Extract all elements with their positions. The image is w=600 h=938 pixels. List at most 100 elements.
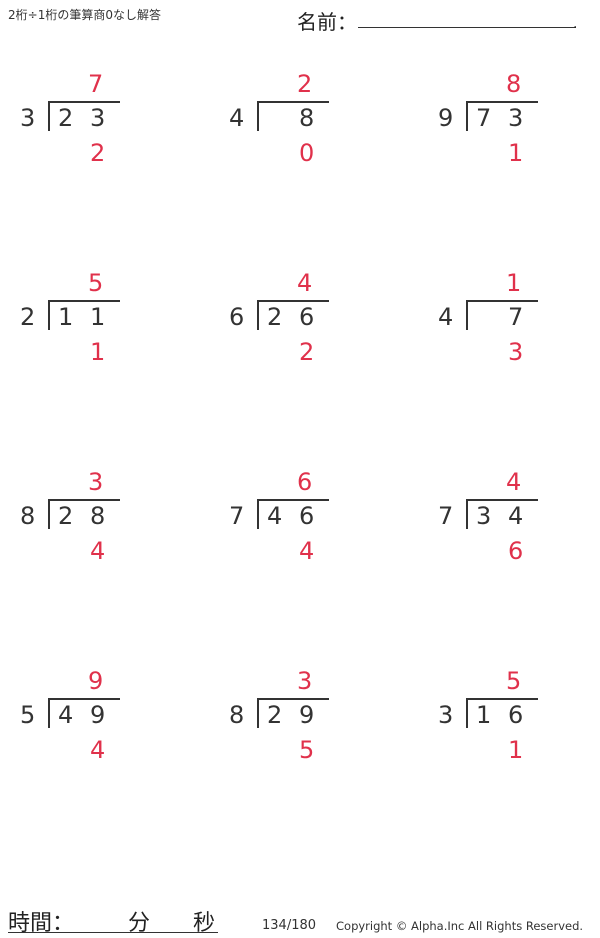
problem-4: 5 2 1 1 1 [20, 271, 150, 371]
dividend-tens: 2 [58, 104, 74, 132]
remainder: 6 [508, 537, 524, 565]
divisor: 8 [229, 701, 245, 729]
dividend-tens: 3 [476, 502, 492, 530]
dividend-tens: 4 [58, 701, 74, 729]
remainder: 4 [90, 736, 106, 764]
problem-2: 2 4 8 0 [229, 72, 359, 172]
dividend-ones: 7 [508, 303, 524, 331]
quotient: 1 [506, 269, 522, 297]
divisor: 2 [20, 303, 36, 331]
remainder: 2 [299, 338, 315, 366]
dividend-ones: 1 [90, 303, 106, 331]
division-overline [257, 499, 329, 501]
division-overline [48, 499, 120, 501]
division-bracket [257, 501, 259, 529]
quotient: 5 [506, 667, 522, 695]
divisor: 3 [438, 701, 454, 729]
page-number: 134/180 [262, 918, 317, 933]
remainder: 0 [299, 139, 315, 167]
division-overline [257, 101, 329, 103]
division-overline [257, 698, 329, 700]
division-overline [466, 698, 538, 700]
dividend-ones: 9 [299, 701, 315, 729]
dividend-ones: 8 [299, 104, 315, 132]
divisor: 7 [438, 502, 454, 530]
quotient: 9 [88, 667, 104, 695]
dividend-tens: 2 [58, 502, 74, 530]
divisor: 9 [438, 104, 454, 132]
problem-12: 5 3 1 6 1 [438, 669, 568, 769]
dividend-tens: 2 [267, 303, 283, 331]
division-overline [257, 300, 329, 302]
division-overline [466, 499, 538, 501]
division-bracket [48, 501, 50, 529]
quotient: 4 [297, 269, 313, 297]
division-bracket [48, 302, 50, 330]
division-bracket [466, 302, 468, 330]
division-bracket [48, 700, 50, 728]
dividend-ones: 3 [90, 104, 106, 132]
problem-6: 1 4 7 3 [438, 271, 568, 371]
dividend-ones: 8 [90, 502, 106, 530]
divisor: 6 [229, 303, 245, 331]
dividend-tens: 1 [58, 303, 74, 331]
quotient: 3 [297, 667, 313, 695]
quotient: 4 [506, 468, 522, 496]
division-overline [48, 300, 120, 302]
problem-3: 8 9 7 3 1 [438, 72, 568, 172]
remainder: 2 [90, 139, 106, 167]
divisor: 7 [229, 502, 245, 530]
dividend-ones: 3 [508, 104, 524, 132]
remainder: 1 [508, 139, 524, 167]
remainder: 4 [90, 537, 106, 565]
division-bracket [48, 103, 50, 131]
quotient: 3 [88, 468, 104, 496]
division-bracket [257, 700, 259, 728]
dividend-tens: 2 [267, 701, 283, 729]
copyright: Copyright © Alpha.Inc All Rights Reserve… [336, 919, 584, 933]
problem-8: 6 7 4 6 4 [229, 470, 359, 570]
division-overline [466, 300, 538, 302]
dividend-ones: 6 [508, 701, 524, 729]
minutes-label: 分 [128, 911, 151, 936]
quotient: 5 [88, 269, 104, 297]
dividend-ones: 4 [508, 502, 524, 530]
problem-5: 4 6 2 6 2 [229, 271, 359, 371]
dividend-ones: 6 [299, 502, 315, 530]
problem-10: 9 5 4 9 4 [20, 669, 150, 769]
remainder: 4 [299, 537, 315, 565]
remainder: 5 [299, 736, 315, 764]
problem-1: 7 3 2 3 2 [20, 72, 150, 172]
dividend-ones: 6 [299, 303, 315, 331]
quotient: 7 [88, 70, 104, 98]
quotient: 8 [506, 70, 522, 98]
remainder: 3 [508, 338, 524, 366]
division-bracket [466, 103, 468, 131]
division-bracket [257, 302, 259, 330]
time-label: 時間： [8, 911, 75, 936]
remainder: 1 [508, 736, 524, 764]
divisor: 8 [20, 502, 36, 530]
dividend-tens: 7 [476, 104, 492, 132]
problem-7: 3 8 2 8 4 [20, 470, 150, 570]
name-line [358, 27, 576, 28]
dividend-tens: 4 [267, 502, 283, 530]
dividend-tens: 1 [476, 701, 492, 729]
division-bracket [466, 501, 468, 529]
divisor: 3 [20, 104, 36, 132]
dividend-ones: 9 [90, 701, 106, 729]
division-bracket [257, 103, 259, 131]
division-overline [466, 101, 538, 103]
worksheet-title: 2桁÷1桁の筆算商0なし解答 [8, 8, 161, 22]
division-overline [48, 698, 120, 700]
problem-9: 4 7 3 4 6 [438, 470, 568, 570]
divisor: 4 [438, 303, 454, 331]
problem-11: 3 8 2 9 5 [229, 669, 359, 769]
divisor: 4 [229, 104, 245, 132]
division-bracket [466, 700, 468, 728]
divisor: 5 [20, 701, 36, 729]
quotient: 2 [297, 70, 313, 98]
division-overline [48, 101, 120, 103]
remainder: 1 [90, 338, 106, 366]
time-line [8, 932, 218, 933]
